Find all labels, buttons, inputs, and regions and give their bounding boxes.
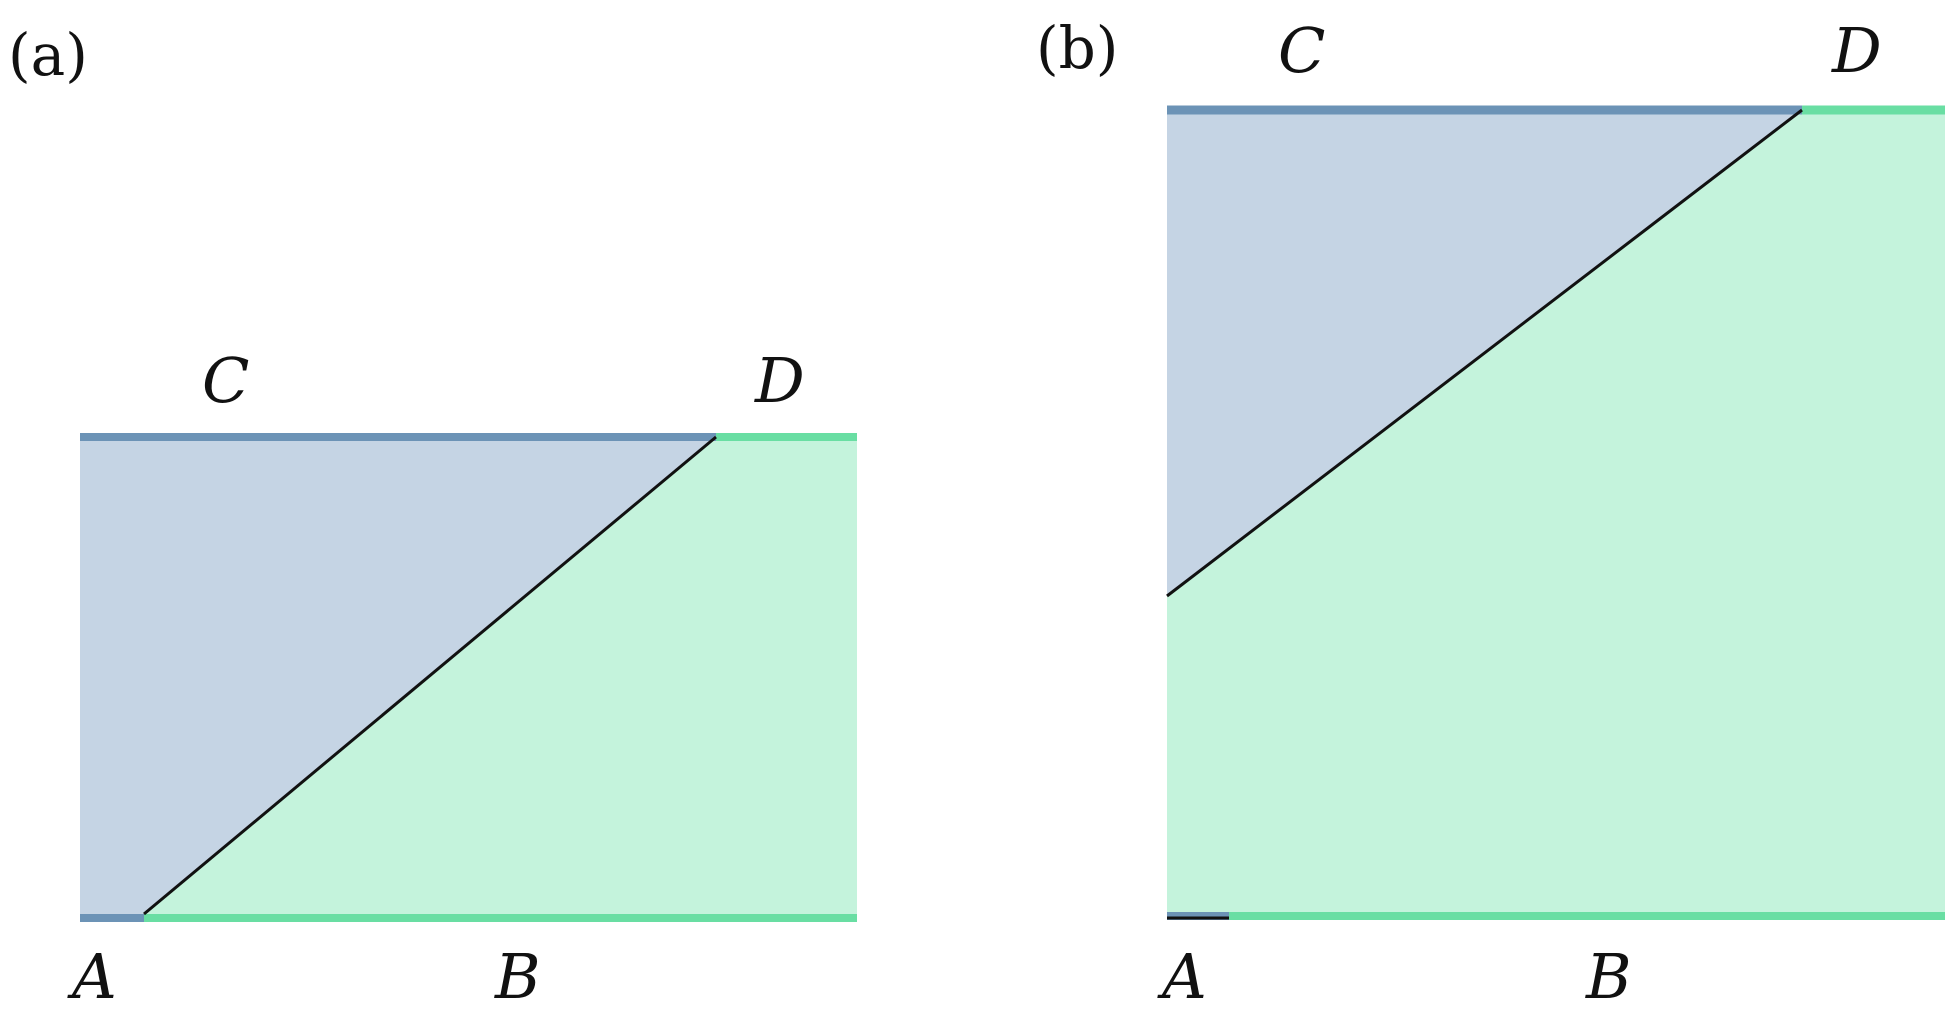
panel-b-label-c: C	[1278, 14, 1325, 87]
panel-a-label-d: D	[754, 344, 805, 417]
panel-a-label-c: C	[202, 344, 249, 417]
panel-b-label-a: A	[1157, 940, 1207, 1010]
panel-a-label-b: B	[494, 940, 541, 1010]
panel-a-region-d	[144, 437, 857, 914]
panel-a-region-c	[80, 437, 716, 914]
panel-a: (a) C D A B	[8, 21, 857, 1010]
panel-a-label-a: A	[67, 940, 117, 1010]
panel-b-label-b: B	[1585, 940, 1632, 1010]
panel-a-cut-line	[143, 435, 717, 916]
panel-b-cut-line	[1166, 108, 1803, 598]
panel-b-label: (b)	[1036, 14, 1118, 82]
panel-b: (b) C D A B	[1036, 14, 1945, 1010]
panel-b-region-d	[1167, 110, 1945, 914]
panel-a-label: (a)	[8, 21, 88, 89]
panel-b-label-d: D	[1831, 14, 1882, 87]
